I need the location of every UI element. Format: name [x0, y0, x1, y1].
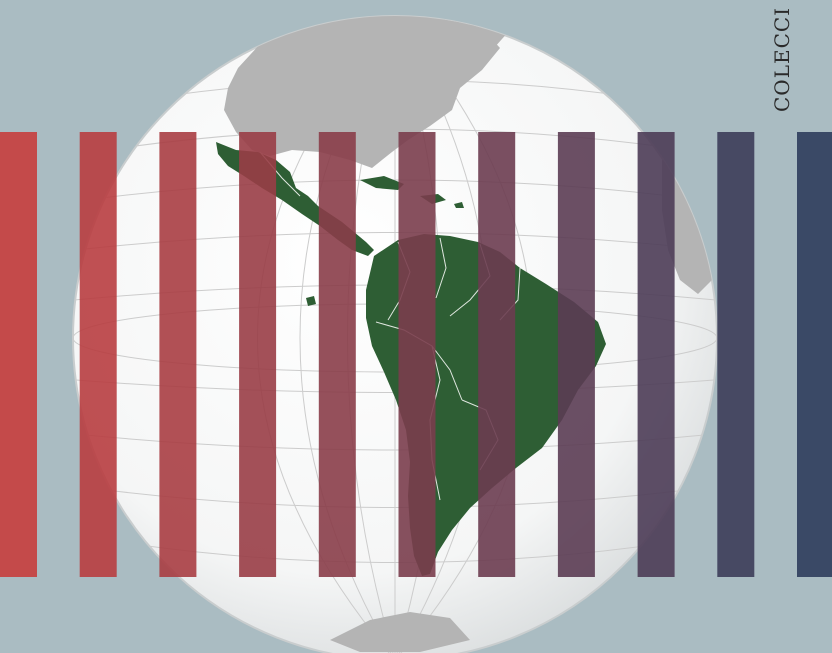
caribbean-land: [360, 176, 464, 208]
galapagos-land: [306, 296, 316, 306]
stripe-6: [398, 132, 436, 577]
stripe-5: [318, 132, 356, 577]
stripe-4: [239, 132, 277, 577]
stripe-3: [159, 132, 197, 577]
collection-label: COLECCI: [770, 6, 794, 112]
stripe-10: [717, 132, 755, 577]
stripe-8: [557, 132, 595, 577]
color-stripes: [0, 132, 832, 577]
stripe-1: [0, 132, 37, 577]
stripe-2: [79, 132, 117, 577]
greenland-land: [438, 16, 510, 48]
stripe-9: [637, 132, 675, 577]
stripe-7: [478, 132, 516, 577]
north-america-land: [224, 16, 500, 168]
south-tip-land: [330, 612, 470, 652]
stripe-11: [797, 132, 832, 577]
